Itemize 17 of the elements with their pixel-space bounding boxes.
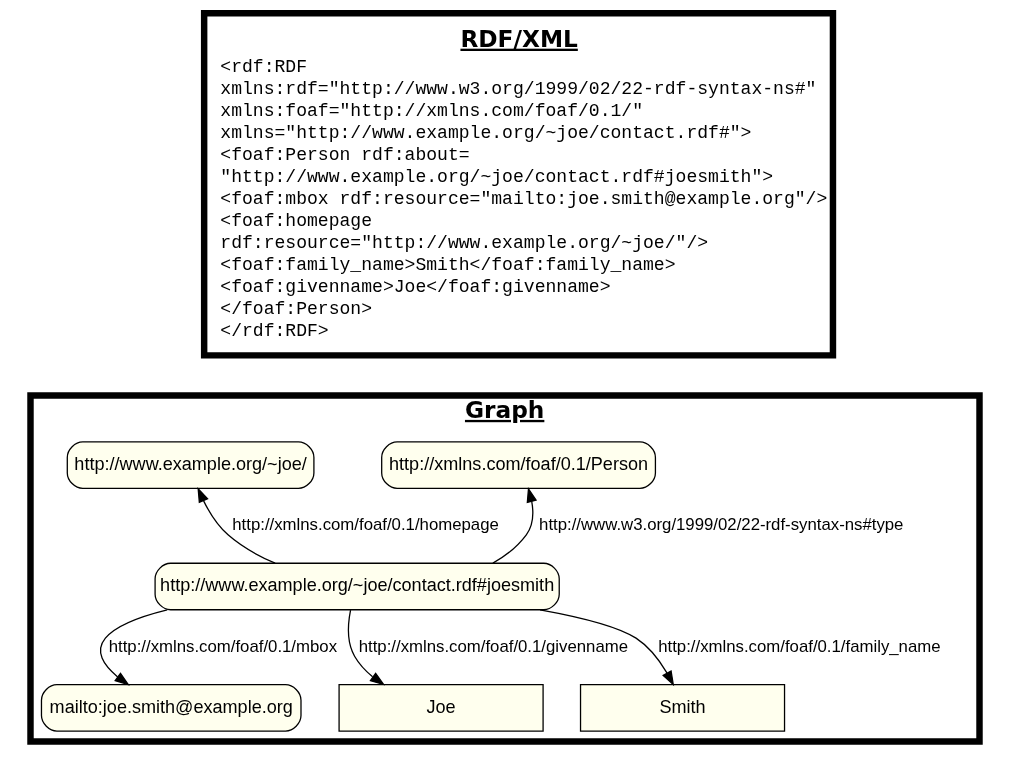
edge-label: http://xmlns.com/foaf/0.1/family_name: [658, 636, 941, 656]
edge-label: http://xmlns.com/foaf/0.1/givenname: [358, 636, 629, 656]
node-box: http://www.example.org/~joe/: [66, 441, 315, 490]
node-box: Joe: [338, 684, 544, 732]
node-box: http://xmlns.com/foaf/0.1/Person: [381, 441, 657, 490]
arrow: [347, 609, 386, 686]
edge-label: http://xmlns.com/foaf/0.1/homepage: [232, 515, 499, 535]
arrow: [539, 609, 675, 687]
arrow: [492, 486, 538, 564]
node-box: mailto:joe.smith@example.org: [40, 684, 302, 732]
arrow: [99, 609, 168, 686]
node-box: http://www.example.org/~joe/contact.rdf#joesmith: [154, 562, 560, 611]
node-box: RDF/XML <rdf:RDF xmlns:rdf="http://www.w3.org/1999/02/22-rdf-syntax-ns#" xmlns:foaf="http://xmlns.com/foaf/0.1/" xmlns="http://www.example.org/~joe/contact.rdf#"> <foaf:Person rdf:about= "http://www.example.org/~joe/contact.rdf#joesmith"> <foaf:mbox rdf:resource="mailto:joe.smith@example.org"/> <foaf:homepage rdf:resource="http://www.example.org/~joe/"/> <foaf:family_name>Smith</foaf:family_name> <foaf:givenname>Joe</foaf:givenname> </foaf:Person> </rdf:RDF>: [200, 10, 837, 359]
edge-label: http://www.w3.org/1999/02/22-rdf-syntax-ns#type: [539, 515, 904, 535]
edge-label: http://xmlns.com/foaf/0.1/mbox: [108, 636, 338, 656]
arrow: [197, 487, 276, 564]
node-box: Smith: [579, 684, 786, 732]
